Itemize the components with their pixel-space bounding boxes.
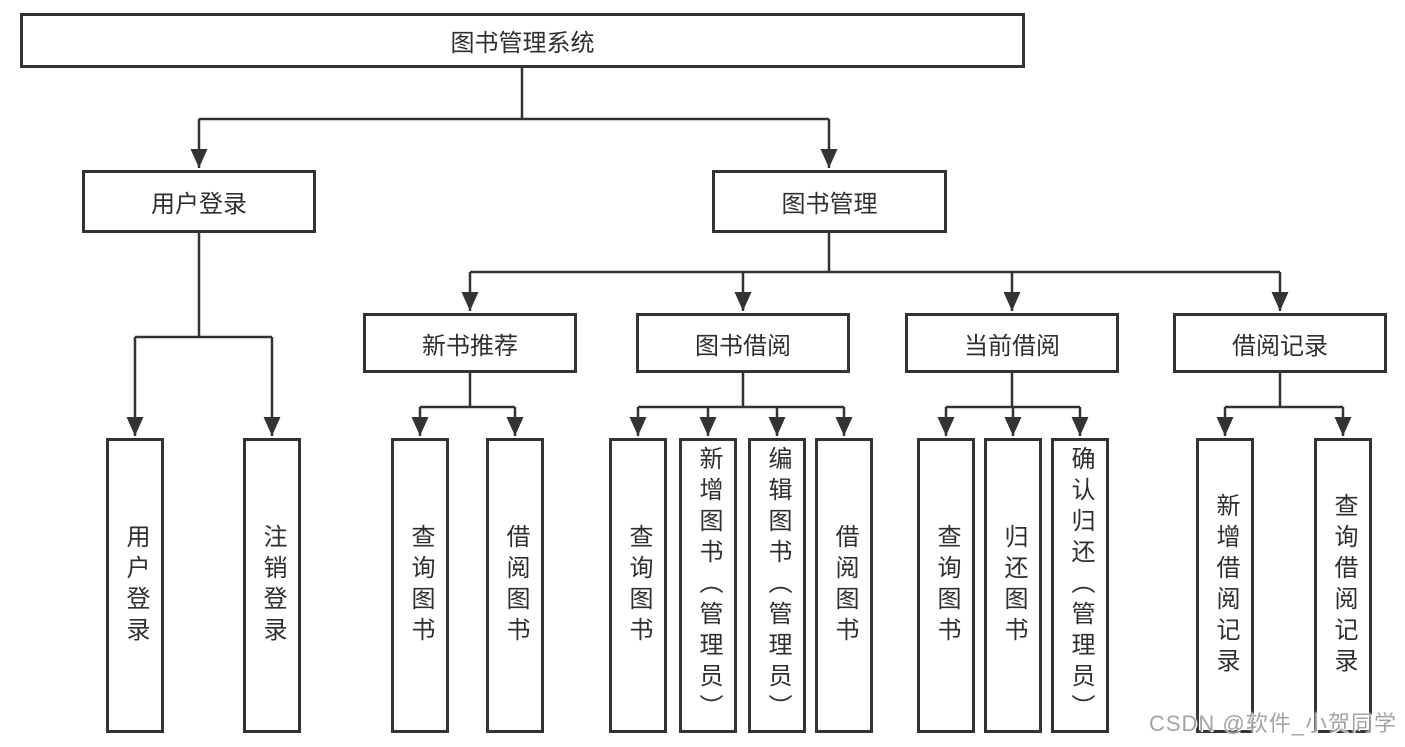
leaf-add-borrow-record: 新增借阅记录 xyxy=(1196,438,1254,733)
leaf-query-books-recommend-label: 查询图书 xyxy=(407,523,434,648)
node-library-system: 图书管理系统 xyxy=(20,13,1025,68)
leaf-confirm-return-admin: 确认归还（管理员） xyxy=(1051,438,1109,733)
node-borrow-records-label: 借阅记录 xyxy=(1232,332,1328,360)
leaf-logout-label: 注销登录 xyxy=(259,523,286,648)
leaf-query-borrow-record-label: 查询借阅记录 xyxy=(1330,492,1357,679)
leaf-query-borrow-record: 查询借阅记录 xyxy=(1314,438,1372,733)
leaf-confirm-return-admin-label: 确认归还（管理员） xyxy=(1067,446,1094,725)
leaf-add-book-admin-label: 新增图书（管理员） xyxy=(695,446,722,725)
leaf-user-login-label: 用户登录 xyxy=(122,523,149,648)
leaf-logout: 注销登录 xyxy=(243,438,301,733)
leaf-borrow-books-recommend-label: 借阅图书 xyxy=(502,523,529,648)
csdn-watermark: CSDN @软件_小贺同学 xyxy=(1148,711,1397,736)
node-book-borrow: 图书借阅 xyxy=(636,313,850,373)
leaf-return-books-label: 归还图书 xyxy=(1000,523,1027,648)
leaf-borrow-books-label: 借阅图书 xyxy=(831,523,858,648)
node-current-borrow-label: 当前借阅 xyxy=(964,332,1060,360)
node-library-system-label: 图书管理系统 xyxy=(450,30,595,57)
leaf-query-books-current-label: 查询图书 xyxy=(933,523,960,648)
node-book-management-label: 图书管理 xyxy=(781,191,878,218)
leaf-edit-book-admin-label: 编辑图书（管理员） xyxy=(764,446,791,725)
node-borrow-records: 借阅记录 xyxy=(1173,313,1387,373)
leaf-query-books-borrow: 查询图书 xyxy=(609,438,667,733)
node-new-book-recommend-label: 新书推荐 xyxy=(422,332,518,360)
leaf-add-borrow-record-label: 新增借阅记录 xyxy=(1212,492,1239,679)
node-book-borrow-label: 图书借阅 xyxy=(695,332,791,360)
leaf-edit-book-admin: 编辑图书（管理员） xyxy=(748,438,806,733)
leaf-add-book-admin: 新增图书（管理员） xyxy=(679,438,737,733)
node-user-login-label: 用户登录 xyxy=(151,191,247,218)
leaf-borrow-books: 借阅图书 xyxy=(815,438,873,733)
leaf-return-books: 归还图书 xyxy=(984,438,1042,733)
node-user-login: 用户登录 xyxy=(82,170,316,233)
node-new-book-recommend: 新书推荐 xyxy=(363,313,577,373)
leaf-borrow-books-recommend: 借阅图书 xyxy=(486,438,544,733)
leaf-query-books-recommend: 查询图书 xyxy=(391,438,449,733)
node-current-borrow: 当前借阅 xyxy=(905,313,1119,373)
leaf-query-books-current: 查询图书 xyxy=(917,438,975,733)
leaf-query-books-borrow-label: 查询图书 xyxy=(625,523,652,648)
leaf-user-login: 用户登录 xyxy=(106,438,164,733)
node-book-management: 图书管理 xyxy=(712,170,947,233)
